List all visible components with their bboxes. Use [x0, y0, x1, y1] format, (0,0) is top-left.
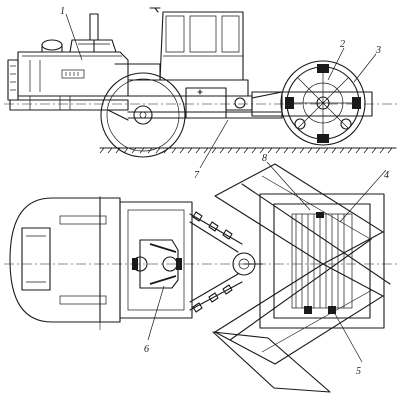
side-view	[4, 7, 400, 158]
engine-hood	[7, 13, 129, 101]
roller-drum	[251, 60, 373, 146]
operator-cab	[149, 7, 244, 81]
plan-boom	[189, 211, 263, 313]
callout-8: 8	[262, 153, 267, 164]
drive-wheel	[100, 72, 186, 158]
callout-7: 7	[194, 170, 200, 181]
plan-hood	[9, 197, 121, 323]
callout-5: 5	[356, 366, 361, 377]
plan-drum	[243, 193, 385, 329]
callout-3: 3	[375, 45, 381, 56]
plan-view	[4, 163, 400, 393]
ground-line	[99, 147, 397, 154]
chassis	[4, 63, 400, 121]
callout-6-plan: 6	[144, 344, 149, 355]
callout-4: 4	[384, 170, 389, 181]
callout-labels: 1 2 3 7 8 4 6 5	[60, 6, 389, 377]
plan-frame	[4, 196, 400, 330]
plan-work-head	[212, 163, 391, 393]
callout-2: 2	[340, 39, 345, 50]
callout-leaders	[65, 13, 387, 363]
callout-1: 1	[60, 6, 65, 17]
